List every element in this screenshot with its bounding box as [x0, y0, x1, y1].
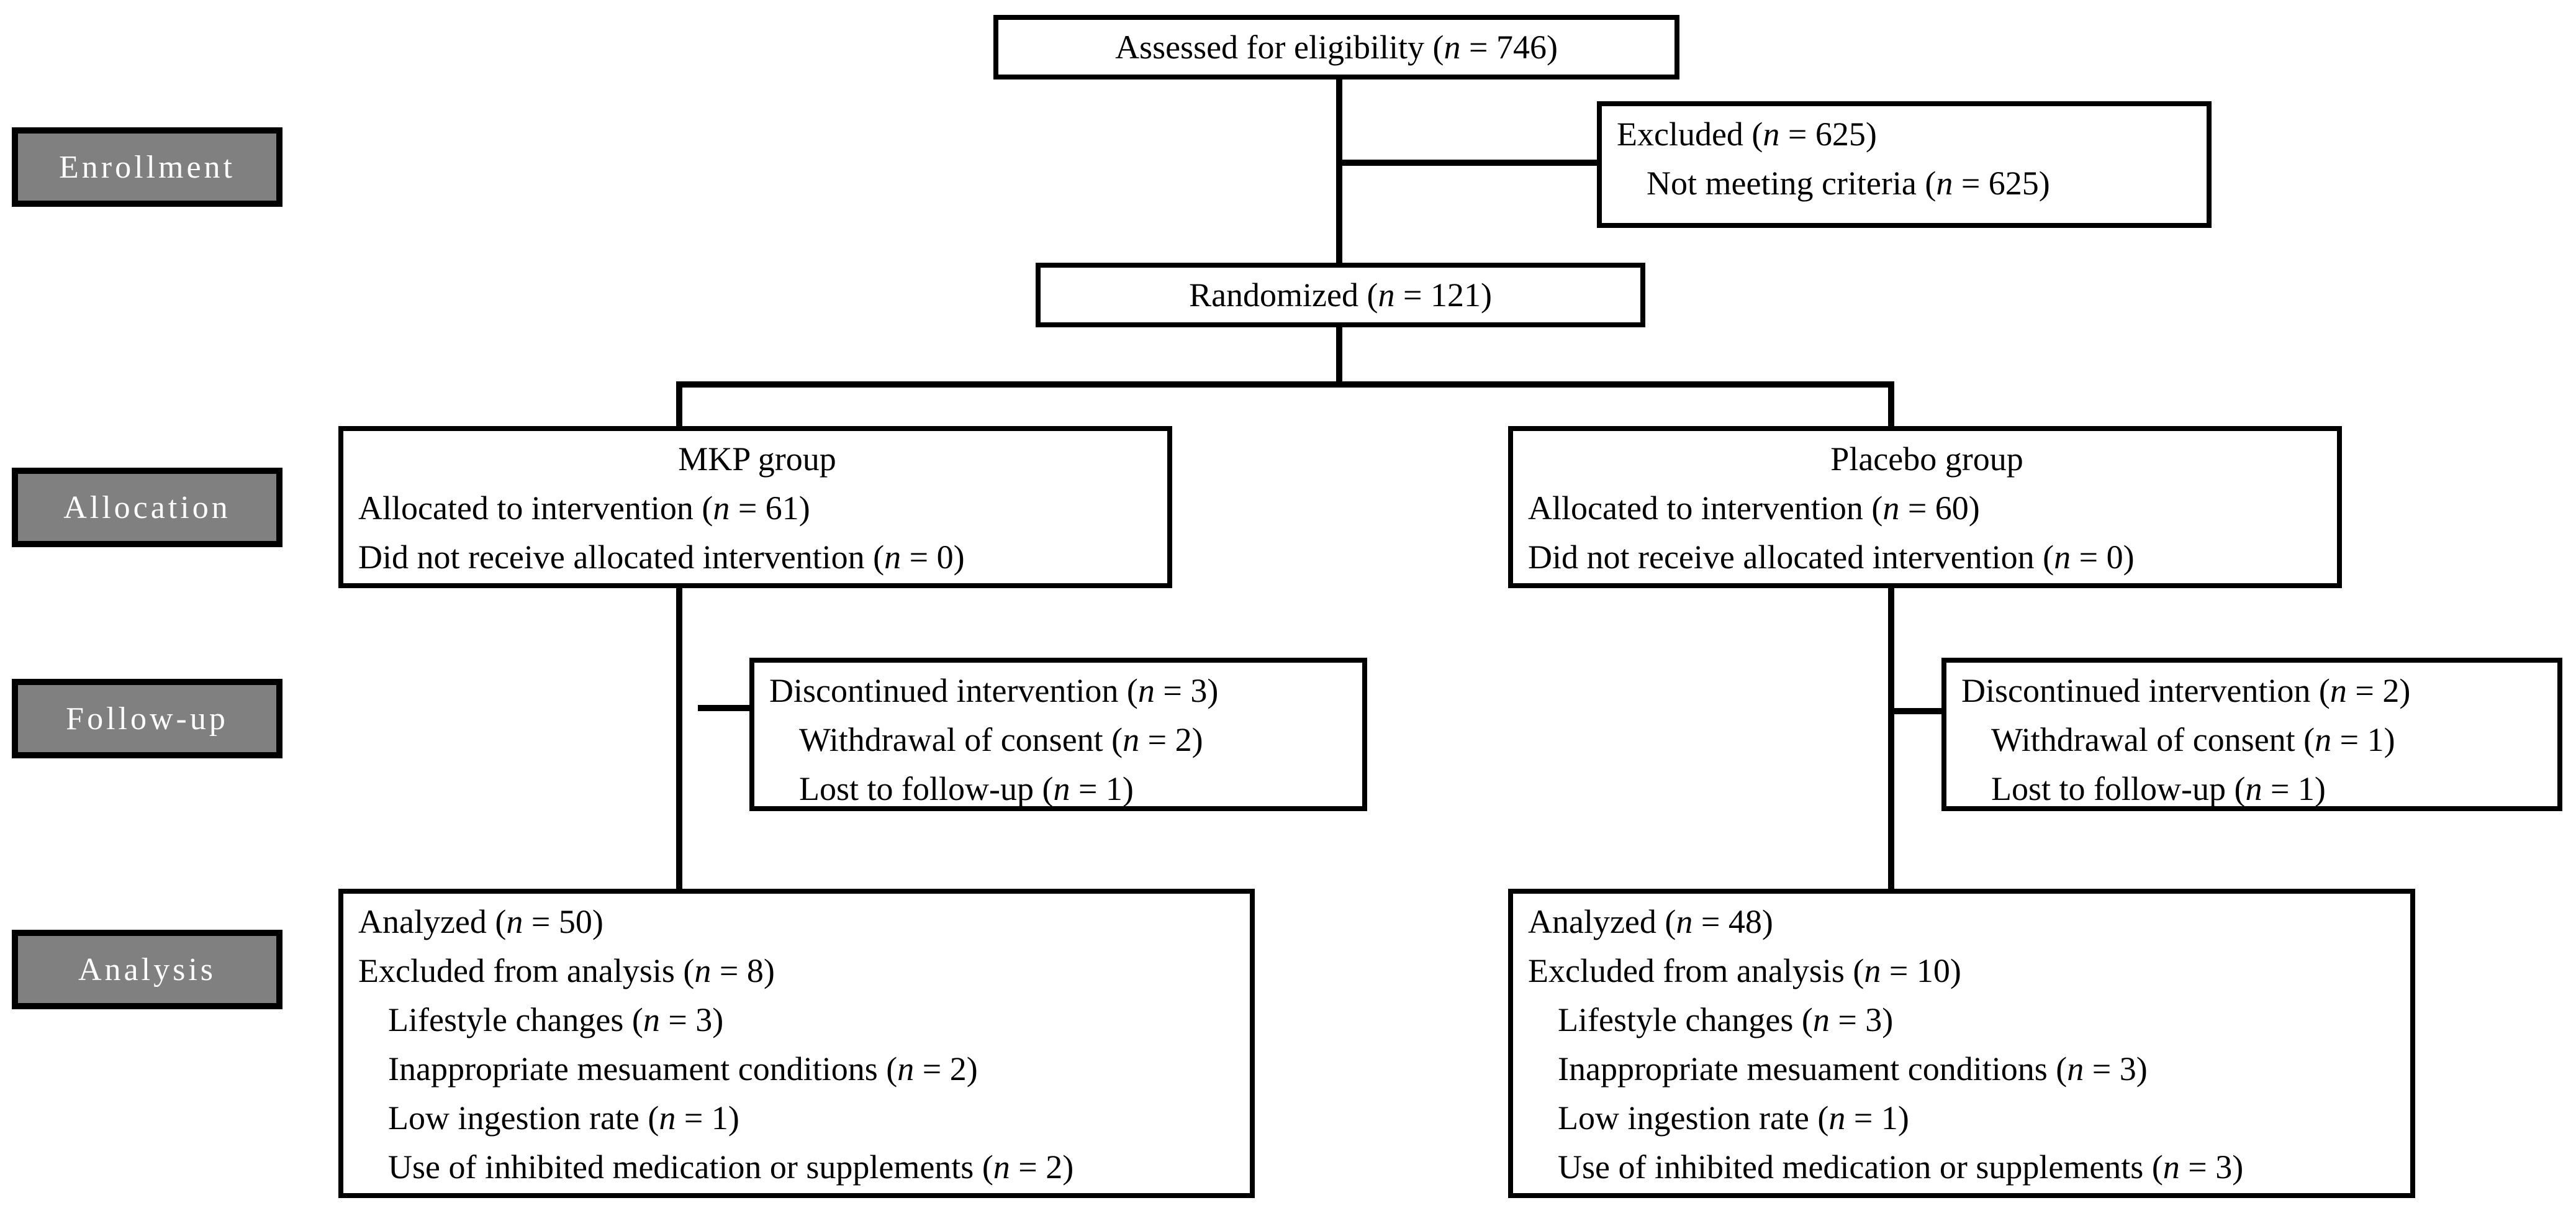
box-line: Low ingestion rate (n = 1): [388, 1099, 739, 1137]
box-analysis-placebo: Analyzed (n = 48) Excluded from analysis…: [1508, 889, 2415, 1198]
box-line: Allocated to intervention (n = 60): [1528, 489, 1980, 527]
box-analysis-mkp: Analyzed (n = 50) Excluded from analysis…: [338, 889, 1255, 1198]
connector-to-excluded: [1336, 160, 1597, 166]
box-line: Lost to follow-up (n = 1): [799, 770, 1134, 807]
box-line: Assessed for eligibility (n = 746): [1115, 28, 1558, 66]
box-line: Did not receive allocated intervention (…: [1528, 538, 2135, 576]
box-line: Excluded (n = 625): [1617, 116, 1877, 153]
connector-randomized-to-split: [1336, 327, 1342, 388]
box-line: Discontinued intervention (n = 2): [1961, 672, 2411, 709]
box-line: Discontinued intervention (n = 3): [769, 672, 1219, 709]
box-line: Randomized (n = 121): [1189, 276, 1492, 314]
box-line: Lifestyle changes (n = 3): [388, 1001, 724, 1038]
box-assessed-for-eligibility: Assessed for eligibility (n = 746): [993, 15, 1679, 79]
connector-assessed-to-randomized: [1336, 79, 1342, 266]
box-line: Lost to follow-up (n = 1): [1991, 770, 2326, 807]
connector-mkp-to-analysis: [676, 588, 682, 891]
box-line: Did not receive allocated intervention (…: [358, 538, 965, 576]
stage-label-followup: Follow-up: [12, 679, 282, 758]
box-placebo-group-allocation: Placebo group Allocated to intervention …: [1508, 426, 2342, 588]
stage-label-allocation: Allocation: [12, 468, 282, 547]
connector-stub-followup-mkp: [698, 705, 751, 711]
box-followup-placebo: Discontinued intervention (n = 2) Withdr…: [1941, 658, 2562, 811]
box-mkp-group-allocation: MKP group Allocated to intervention (n =…: [338, 426, 1172, 588]
box-line: Inappropriate mesuament conditions (n = …: [1558, 1050, 2148, 1088]
connector-placebo-to-analysis: [1888, 588, 1894, 891]
box-line: Withdrawal of consent (n = 2): [799, 721, 1203, 758]
box-line: Withdrawal of consent (n = 1): [1991, 721, 2395, 758]
box-excluded: Excluded (n = 625) Not meeting criteria …: [1597, 101, 2212, 228]
connector-split-to-placebo: [1888, 381, 1894, 429]
box-line: MKP group: [678, 440, 836, 478]
box-randomized: Randomized (n = 121): [1036, 263, 1645, 327]
box-line: Use of inhibited medication or supplemen…: [388, 1148, 1074, 1186]
connector-split-to-mkp: [676, 381, 682, 429]
box-line: Inappropriate mesuament conditions (n = …: [388, 1050, 978, 1088]
box-line: Low ingestion rate (n = 1): [1558, 1099, 1909, 1137]
box-line: Allocated to intervention (n = 61): [358, 489, 810, 527]
stage-label-enrollment: Enrollment: [12, 127, 282, 207]
box-line: Analyzed (n = 48): [1528, 903, 1773, 940]
box-line: Placebo group: [1830, 440, 2023, 478]
box-line: Excluded from analysis (n = 10): [1528, 952, 1961, 989]
box-line: Use of inhibited medication or supplemen…: [1558, 1148, 2244, 1186]
box-line: Lifestyle changes (n = 3): [1558, 1001, 1894, 1038]
box-line: Not meeting criteria (n = 625): [1647, 165, 2050, 202]
stage-label-analysis: Analysis: [12, 930, 282, 1009]
box-line: Excluded from analysis (n = 8): [358, 952, 775, 989]
connector-stub-followup-placebo: [1894, 708, 1944, 714]
box-line: Analyzed (n = 50): [358, 903, 603, 940]
box-followup-mkp: Discontinued intervention (n = 3) Withdr…: [749, 658, 1367, 811]
connector-split-horizontal: [676, 381, 1894, 388]
